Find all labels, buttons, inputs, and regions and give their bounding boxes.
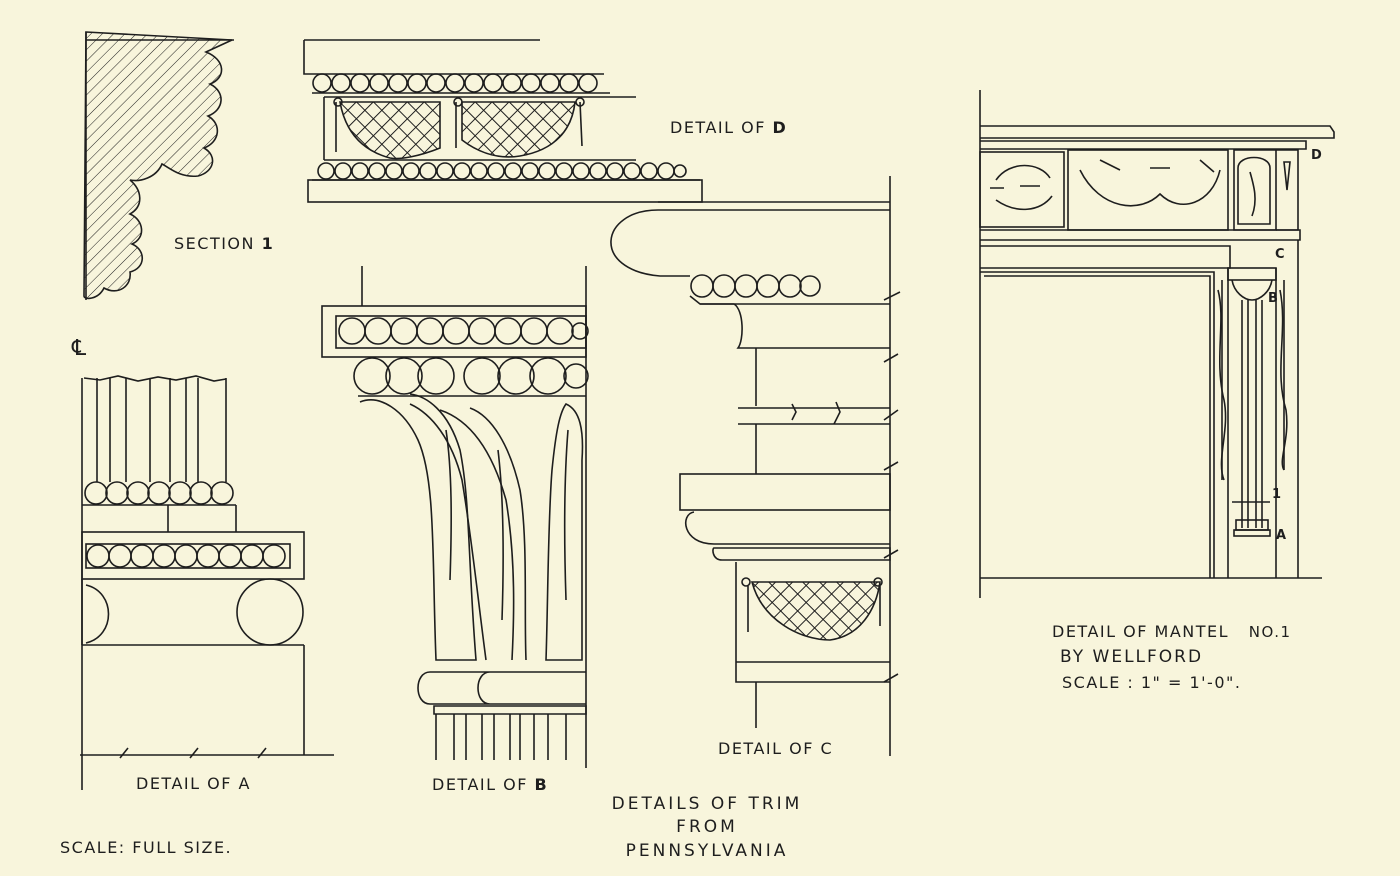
sheet-title-line-1: DETAILS OF TRIM bbox=[611, 794, 803, 814]
mantel-ref-b: B bbox=[1268, 291, 1280, 306]
detail-b-label: DETAIL OF B bbox=[432, 775, 549, 794]
mantel-author-label: BY WELLFORD bbox=[1060, 647, 1204, 667]
section-1-label: SECTION 1 bbox=[174, 234, 275, 253]
centerline-symbol: ℄ bbox=[72, 336, 88, 361]
mantel-elevation bbox=[979, 90, 1335, 598]
detail-c-label: DETAIL OF C bbox=[718, 739, 834, 758]
detail-c bbox=[610, 176, 901, 756]
detail-a bbox=[80, 375, 334, 790]
sheet-title-line-2: FROM bbox=[676, 817, 738, 837]
mantel-scale-label: SCALE : 1" = 1'-0". bbox=[1062, 673, 1242, 692]
detail-d bbox=[303, 39, 703, 203]
sheet-title-line-3: PENNSYLVANIA bbox=[625, 841, 789, 861]
mantel-ref-c: C bbox=[1275, 247, 1287, 262]
mantel-ref-a: A bbox=[1276, 528, 1288, 543]
detail-b bbox=[321, 266, 589, 768]
detail-a-label: DETAIL OF A bbox=[136, 774, 251, 793]
mantel-ref-1: 1 bbox=[1272, 487, 1283, 502]
section-1-profile bbox=[83, 31, 234, 300]
detail-d-label: DETAIL OF D bbox=[670, 118, 788, 137]
mantel-title-label: DETAIL OF MANTEL NO.1 bbox=[1052, 622, 1292, 641]
mantel-ref-d: D bbox=[1311, 148, 1324, 163]
scale-full-size-label: SCALE: FULL SIZE. bbox=[60, 838, 233, 857]
